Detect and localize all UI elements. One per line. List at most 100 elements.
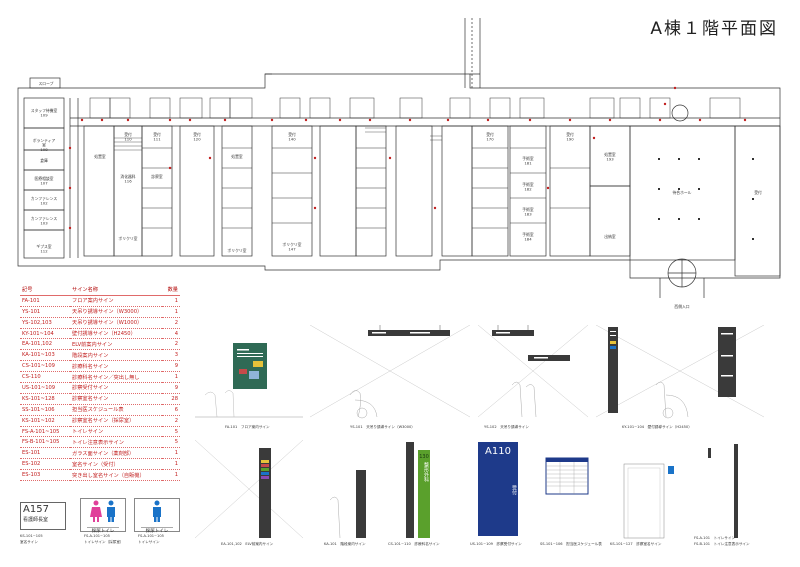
legend-qty: 1 (162, 469, 180, 482)
legend-code: ES-101 (20, 447, 70, 460)
panel-ceiling-guide-w3000: YS-101 天吊り誘導サイン（W3000） (310, 325, 470, 430)
room-label: ポリクリ室 (119, 236, 138, 241)
legend-code: US-101~109 (20, 382, 70, 394)
room-label: ポリクリ室 (228, 248, 247, 253)
legend-code: CS-101~109 (20, 360, 70, 373)
legend-code: ES-102 (20, 458, 70, 471)
panel-caption: SS-101~106 担当医スケジュール表 (540, 542, 602, 546)
legend-code: KY-101~104 (20, 328, 70, 340)
toilet-sign-label: 採尿トイレ (87, 527, 119, 534)
room-plate-caption2: 室名サイン (20, 540, 38, 544)
legend-qty: 4 (162, 328, 180, 340)
legend-code: KS-101~128 (20, 393, 70, 405)
male-toilet-icon (107, 500, 115, 522)
legend-qty: 1 (162, 458, 180, 471)
toilet-sign-caption: FS-A-101~105 (138, 534, 164, 538)
legend-qty: 5 (162, 426, 180, 438)
legend-name: 室名サイン（受付） (70, 458, 162, 471)
panel-caption: KY-101~104 壁付誘導サイン（H2450） (622, 425, 692, 429)
entrance-label: 西側入口 (674, 304, 689, 309)
legend-qty: 9 (162, 360, 180, 373)
legend-name: 突き出し室名サイン（自販機） (70, 469, 162, 482)
toilet-sign-caption: FS-A-101~105 (84, 534, 110, 538)
panel-department-sign: 130 整形外科 CS-101~110 診療科名サイン (384, 440, 460, 550)
department-name: 整形外科 (423, 462, 429, 482)
legend-name: ELV前案内サイン (70, 338, 162, 351)
room-plate-name: 看護師長室 (23, 517, 49, 523)
room-label: 待合ホール (673, 190, 692, 195)
panel-caption: YS-101 天吊り誘導サイン（W3000） (350, 425, 415, 429)
panel-toilet-sign: FS-A-101 トイレサイン FS-B-101 トイレ注意表示サイン (690, 440, 770, 550)
legend-code: YS-101 (20, 306, 70, 318)
sample-signs: A157 看護師長室 KS-101~105 室名サイン 採尿トイレ FS-A-1… (20, 496, 180, 556)
legend-qty: 2 (162, 338, 180, 351)
legend-qty: 6 (162, 404, 180, 416)
female-toilet-icon (90, 500, 102, 522)
panel-caption: CS-101~110 診療科名サイン (388, 542, 440, 546)
legend-header: 記号 サイン名称 数量 (20, 285, 180, 296)
legend-name: 壁付誘導サイン（H2450） (70, 328, 162, 340)
panel-caption: FA-101 フロア案内サイン (225, 425, 270, 429)
slope-label: スロープ (39, 81, 54, 86)
legend-name: トイレサイン (70, 426, 162, 438)
legend-qty: 1 (162, 371, 180, 384)
legend-code: EA-101,102 (20, 338, 70, 351)
legend-name: ガラス面サイン（薬剤部） (70, 447, 162, 460)
legend-qty: 3 (162, 349, 180, 362)
panel-reception-sign: A110 受付 US-101~109 診察受付サイン (466, 440, 536, 550)
legend-name: 診察室名サイン（採尿室） (70, 415, 162, 427)
panel-caption2: FS-B-101 トイレ注意表示サイン (694, 542, 750, 546)
legend-code: FS-B-101~105 (20, 436, 70, 449)
legend-name: 天吊り誘導サイン（W1000） (70, 317, 162, 329)
room-label: 受付 (754, 190, 762, 195)
legend-qty: 9 (162, 382, 180, 394)
legend-header-code: 記号 (20, 285, 70, 296)
legend-name: フロア案内サイン (70, 295, 162, 307)
legend-qty: 5 (162, 436, 180, 449)
panel-caption: EA-101,102 ELV前案内サイン (221, 542, 274, 546)
legend-code: FS-A-101~105 (20, 426, 70, 438)
legend-qty: 1 (162, 306, 180, 318)
room-plate-caption: KS-101~105 (20, 534, 43, 538)
room-label: 倉庫 (40, 158, 48, 163)
toilet-sign-caption2: トイレサイン（採尿室） (84, 540, 124, 544)
legend-name: トイレ注意表示サイン (70, 436, 162, 449)
panel-ceiling-guide-w1000: YS-102 天吊り誘導サイン (478, 325, 588, 430)
toilet-sign-label: 採尿トイレ (141, 527, 173, 534)
panel-elv-guide: EA-101,102 ELV前案内サイン (195, 440, 303, 550)
legend-qty: 1 (162, 295, 180, 307)
legend-code: CS-110 (20, 371, 70, 384)
panel-caption: FS-A-101 トイレサイン (694, 536, 736, 540)
legend-qty: 2 (162, 415, 180, 427)
toilet-sign-caption2: トイレサイン (138, 540, 160, 544)
room-label: 処置室 (94, 154, 106, 159)
